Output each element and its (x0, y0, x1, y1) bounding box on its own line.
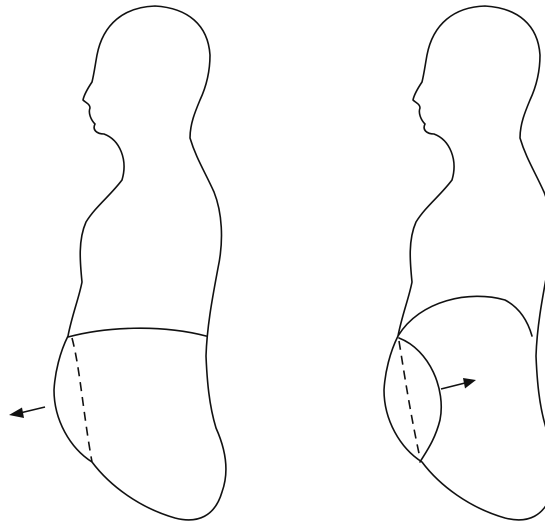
dashed-guide-right (399, 341, 420, 458)
figure-left (9, 6, 226, 520)
body-outline-left (54, 6, 226, 520)
arrow-icon (9, 407, 45, 418)
waist-line-right (398, 296, 532, 336)
waist-line-left (68, 328, 206, 337)
body-outline-right (384, 6, 545, 520)
figure-right (384, 6, 545, 520)
inner-curve-right (399, 338, 441, 462)
dashed-guide-left (72, 338, 92, 462)
arrow-icon (441, 378, 476, 389)
